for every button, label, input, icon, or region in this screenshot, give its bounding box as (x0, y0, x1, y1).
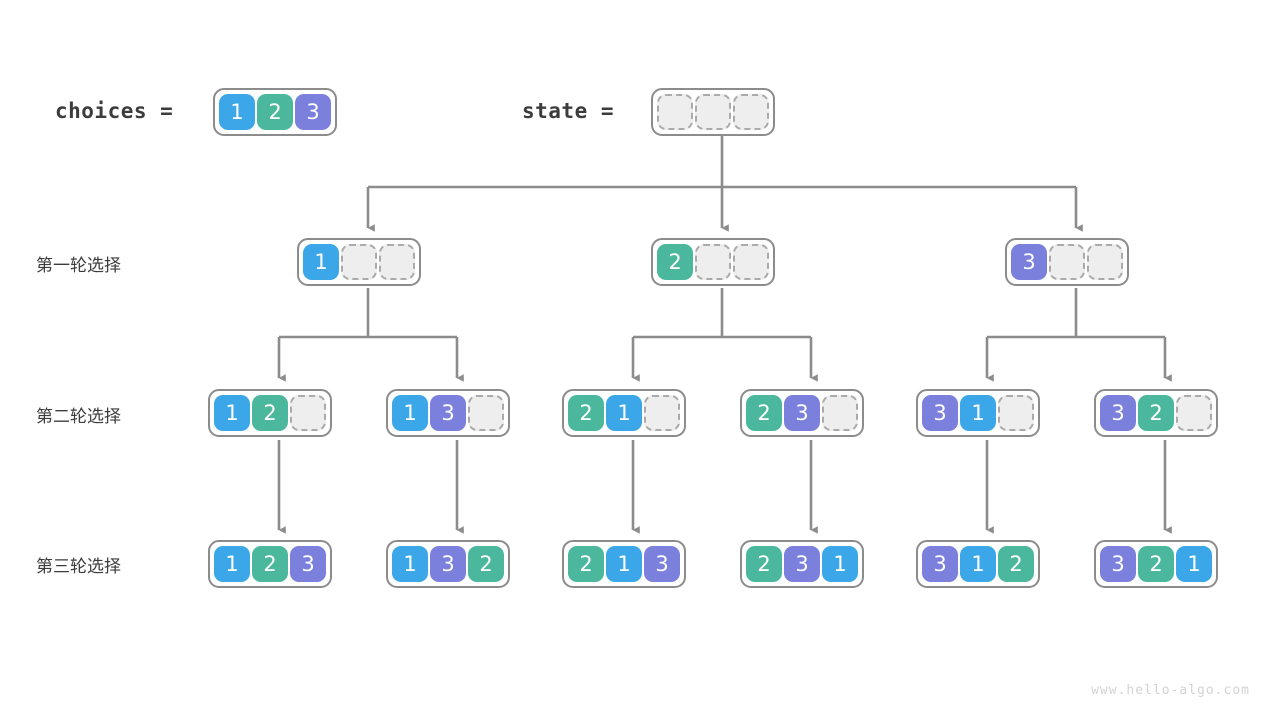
level2-node5-cell-3 (998, 395, 1034, 431)
level2-node2-cell-3 (468, 395, 504, 431)
level1-node1-cell-3 (379, 244, 415, 280)
level3-node4-cell-1: 2 (746, 546, 782, 582)
level1-node1-cell-2 (341, 244, 377, 280)
row-label-round-2: 第二轮选择 (36, 407, 121, 427)
level3-node5-cell-1: 3 (922, 546, 958, 582)
level3-node3-cell-1: 2 (568, 546, 604, 582)
state-array (651, 88, 775, 136)
state-label: state = (522, 99, 615, 123)
level2-node4-cell-1: 2 (746, 395, 782, 431)
row-label-round-3: 第三轮选择 (36, 557, 121, 577)
level3-node6-cell-2: 2 (1138, 546, 1174, 582)
level3-node3-cell-3: 3 (644, 546, 680, 582)
level3-node1-cell-2: 2 (252, 546, 288, 582)
level2-node4-cell-2: 3 (784, 395, 820, 431)
level1-node3-cell-2 (1049, 244, 1085, 280)
choices-cell-2: 2 (257, 94, 293, 130)
level2-node2-cell-1: 1 (392, 395, 428, 431)
level2-node1-cell-2: 2 (252, 395, 288, 431)
level2-node1-cell-1: 1 (214, 395, 250, 431)
choices-cell-1: 1 (219, 94, 255, 130)
level2-node5-cell-1: 3 (922, 395, 958, 431)
state-cell-1 (657, 94, 693, 130)
level3-node2-cell-3: 2 (468, 546, 504, 582)
level2-node6-cell-1: 3 (1100, 395, 1136, 431)
level3-node2-cell-2: 3 (430, 546, 466, 582)
level1-node2-cell-3 (733, 244, 769, 280)
row-label-round-1: 第一轮选择 (36, 256, 121, 276)
level3-node5-cell-3: 2 (998, 546, 1034, 582)
tree-node-level1-1: 1 (297, 238, 421, 286)
watermark: www.hello-algo.com (1091, 683, 1250, 698)
level2-node5-cell-2: 1 (960, 395, 996, 431)
tree-node-level1-2: 2 (651, 238, 775, 286)
state-cell-2 (695, 94, 731, 130)
level3-node4-cell-3: 1 (822, 546, 858, 582)
level3-node6-cell-3: 1 (1176, 546, 1212, 582)
level2-node3-cell-1: 2 (568, 395, 604, 431)
level1-node3-cell-1: 3 (1011, 244, 1047, 280)
level1-node2-cell-2 (695, 244, 731, 280)
level2-node3-cell-2: 1 (606, 395, 642, 431)
level2-node4-cell-3 (822, 395, 858, 431)
level1-node2-cell-1: 2 (657, 244, 693, 280)
level3-node6-cell-1: 3 (1100, 546, 1136, 582)
level1-node3-cell-3 (1087, 244, 1123, 280)
level3-node4-cell-2: 3 (784, 546, 820, 582)
state-cell-3 (733, 94, 769, 130)
level2-node6-cell-3 (1176, 395, 1212, 431)
tree-node-level1-3: 3 (1005, 238, 1129, 286)
level2-node2-cell-2: 3 (430, 395, 466, 431)
level2-node6-cell-2: 2 (1138, 395, 1174, 431)
choices-label: choices = (55, 99, 174, 123)
level1-node1-cell-1: 1 (303, 244, 339, 280)
level2-node1-cell-3 (290, 395, 326, 431)
choices-cell-3: 3 (295, 94, 331, 130)
level3-node1-cell-3: 3 (290, 546, 326, 582)
level2-node3-cell-3 (644, 395, 680, 431)
level3-node1-cell-1: 1 (214, 546, 250, 582)
level3-node5-cell-2: 1 (960, 546, 996, 582)
level3-node3-cell-2: 1 (606, 546, 642, 582)
level3-node2-cell-1: 1 (392, 546, 428, 582)
